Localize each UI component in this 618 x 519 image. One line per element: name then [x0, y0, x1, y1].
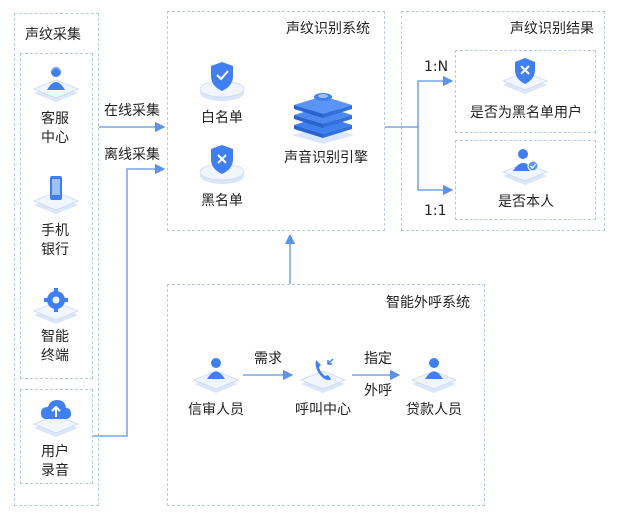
reviewer-person-icon	[192, 358, 240, 393]
call-center-label: 呼叫中心	[295, 402, 351, 418]
offline-collection-arrow	[93, 163, 166, 437]
collection-title: 声纹采集	[25, 27, 81, 43]
gear-icon	[32, 288, 80, 324]
outbound-call-panel	[167, 284, 485, 506]
borrower-person-icon	[410, 358, 458, 393]
item-label: 智能	[41, 329, 69, 345]
blacklist-user-shield-icon	[501, 58, 549, 94]
identity-check-icon	[501, 149, 549, 185]
one-to-one-arrow	[417, 127, 454, 196]
demand-label: 需求	[254, 351, 282, 367]
one-to-one-label: 1:1	[424, 203, 447, 219]
cloud-upload-icon	[32, 400, 80, 437]
agent-person-icon	[32, 67, 80, 102]
item-label: 客服	[41, 111, 69, 127]
self-check-result-label: 是否本人	[498, 194, 554, 210]
blacklist-shield-icon	[199, 145, 245, 184]
outbound-call-title: 智能外呼系统	[386, 295, 470, 311]
reviewer-label: 信审人员	[188, 402, 244, 418]
item-label: 银行	[41, 242, 69, 258]
call-center-phone-icon	[299, 358, 347, 393]
outbound-label: 外呼	[364, 383, 392, 399]
item-label: 终端	[41, 348, 69, 364]
item-label: 用户	[41, 444, 69, 460]
item-label: 中心	[41, 130, 69, 146]
blacklist-label: 黑名单	[201, 193, 243, 209]
smartphone-icon	[32, 176, 80, 214]
one-to-n-label: 1:N	[424, 59, 449, 75]
offline-collection-label: 离线采集	[104, 147, 160, 163]
result-title: 声纹识别结果	[510, 21, 594, 37]
item-label: 手机	[41, 223, 69, 239]
whitelist-label: 白名单	[201, 110, 243, 126]
borrower-label: 贷款人员	[406, 402, 462, 418]
item-label: 录音	[41, 463, 69, 479]
online-collection-label: 在线采集	[104, 103, 160, 119]
voiceprint-recognition-panel	[167, 11, 385, 231]
recognition-title: 声纹识别系统	[286, 21, 370, 37]
one-to-n-arrow	[417, 75, 454, 127]
engine-label: 声音识别引擎	[284, 150, 368, 166]
assign-label: 指定	[364, 351, 392, 367]
blacklist-result-label: 是否为黑名单用户	[470, 105, 582, 121]
collection-group-box	[20, 53, 93, 379]
recognition-engine-icon	[292, 93, 354, 144]
whitelist-shield-icon	[199, 62, 245, 101]
